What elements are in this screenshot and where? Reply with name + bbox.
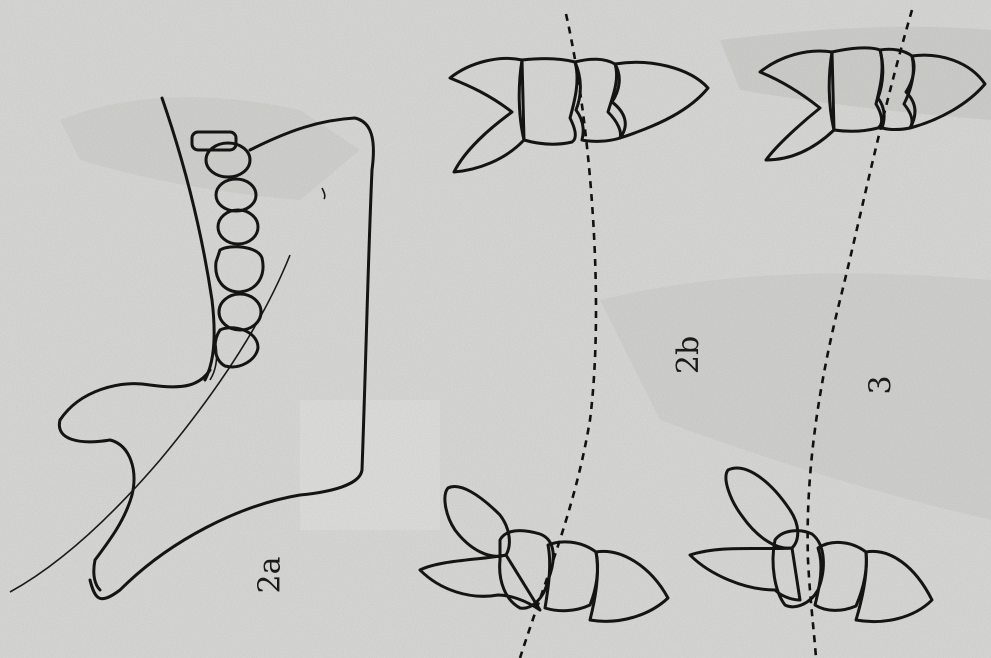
figure-label-2a: 2a: [255, 557, 285, 594]
figure-label-3: 3: [867, 375, 897, 394]
figure-label-2b: 2b: [674, 336, 704, 374]
